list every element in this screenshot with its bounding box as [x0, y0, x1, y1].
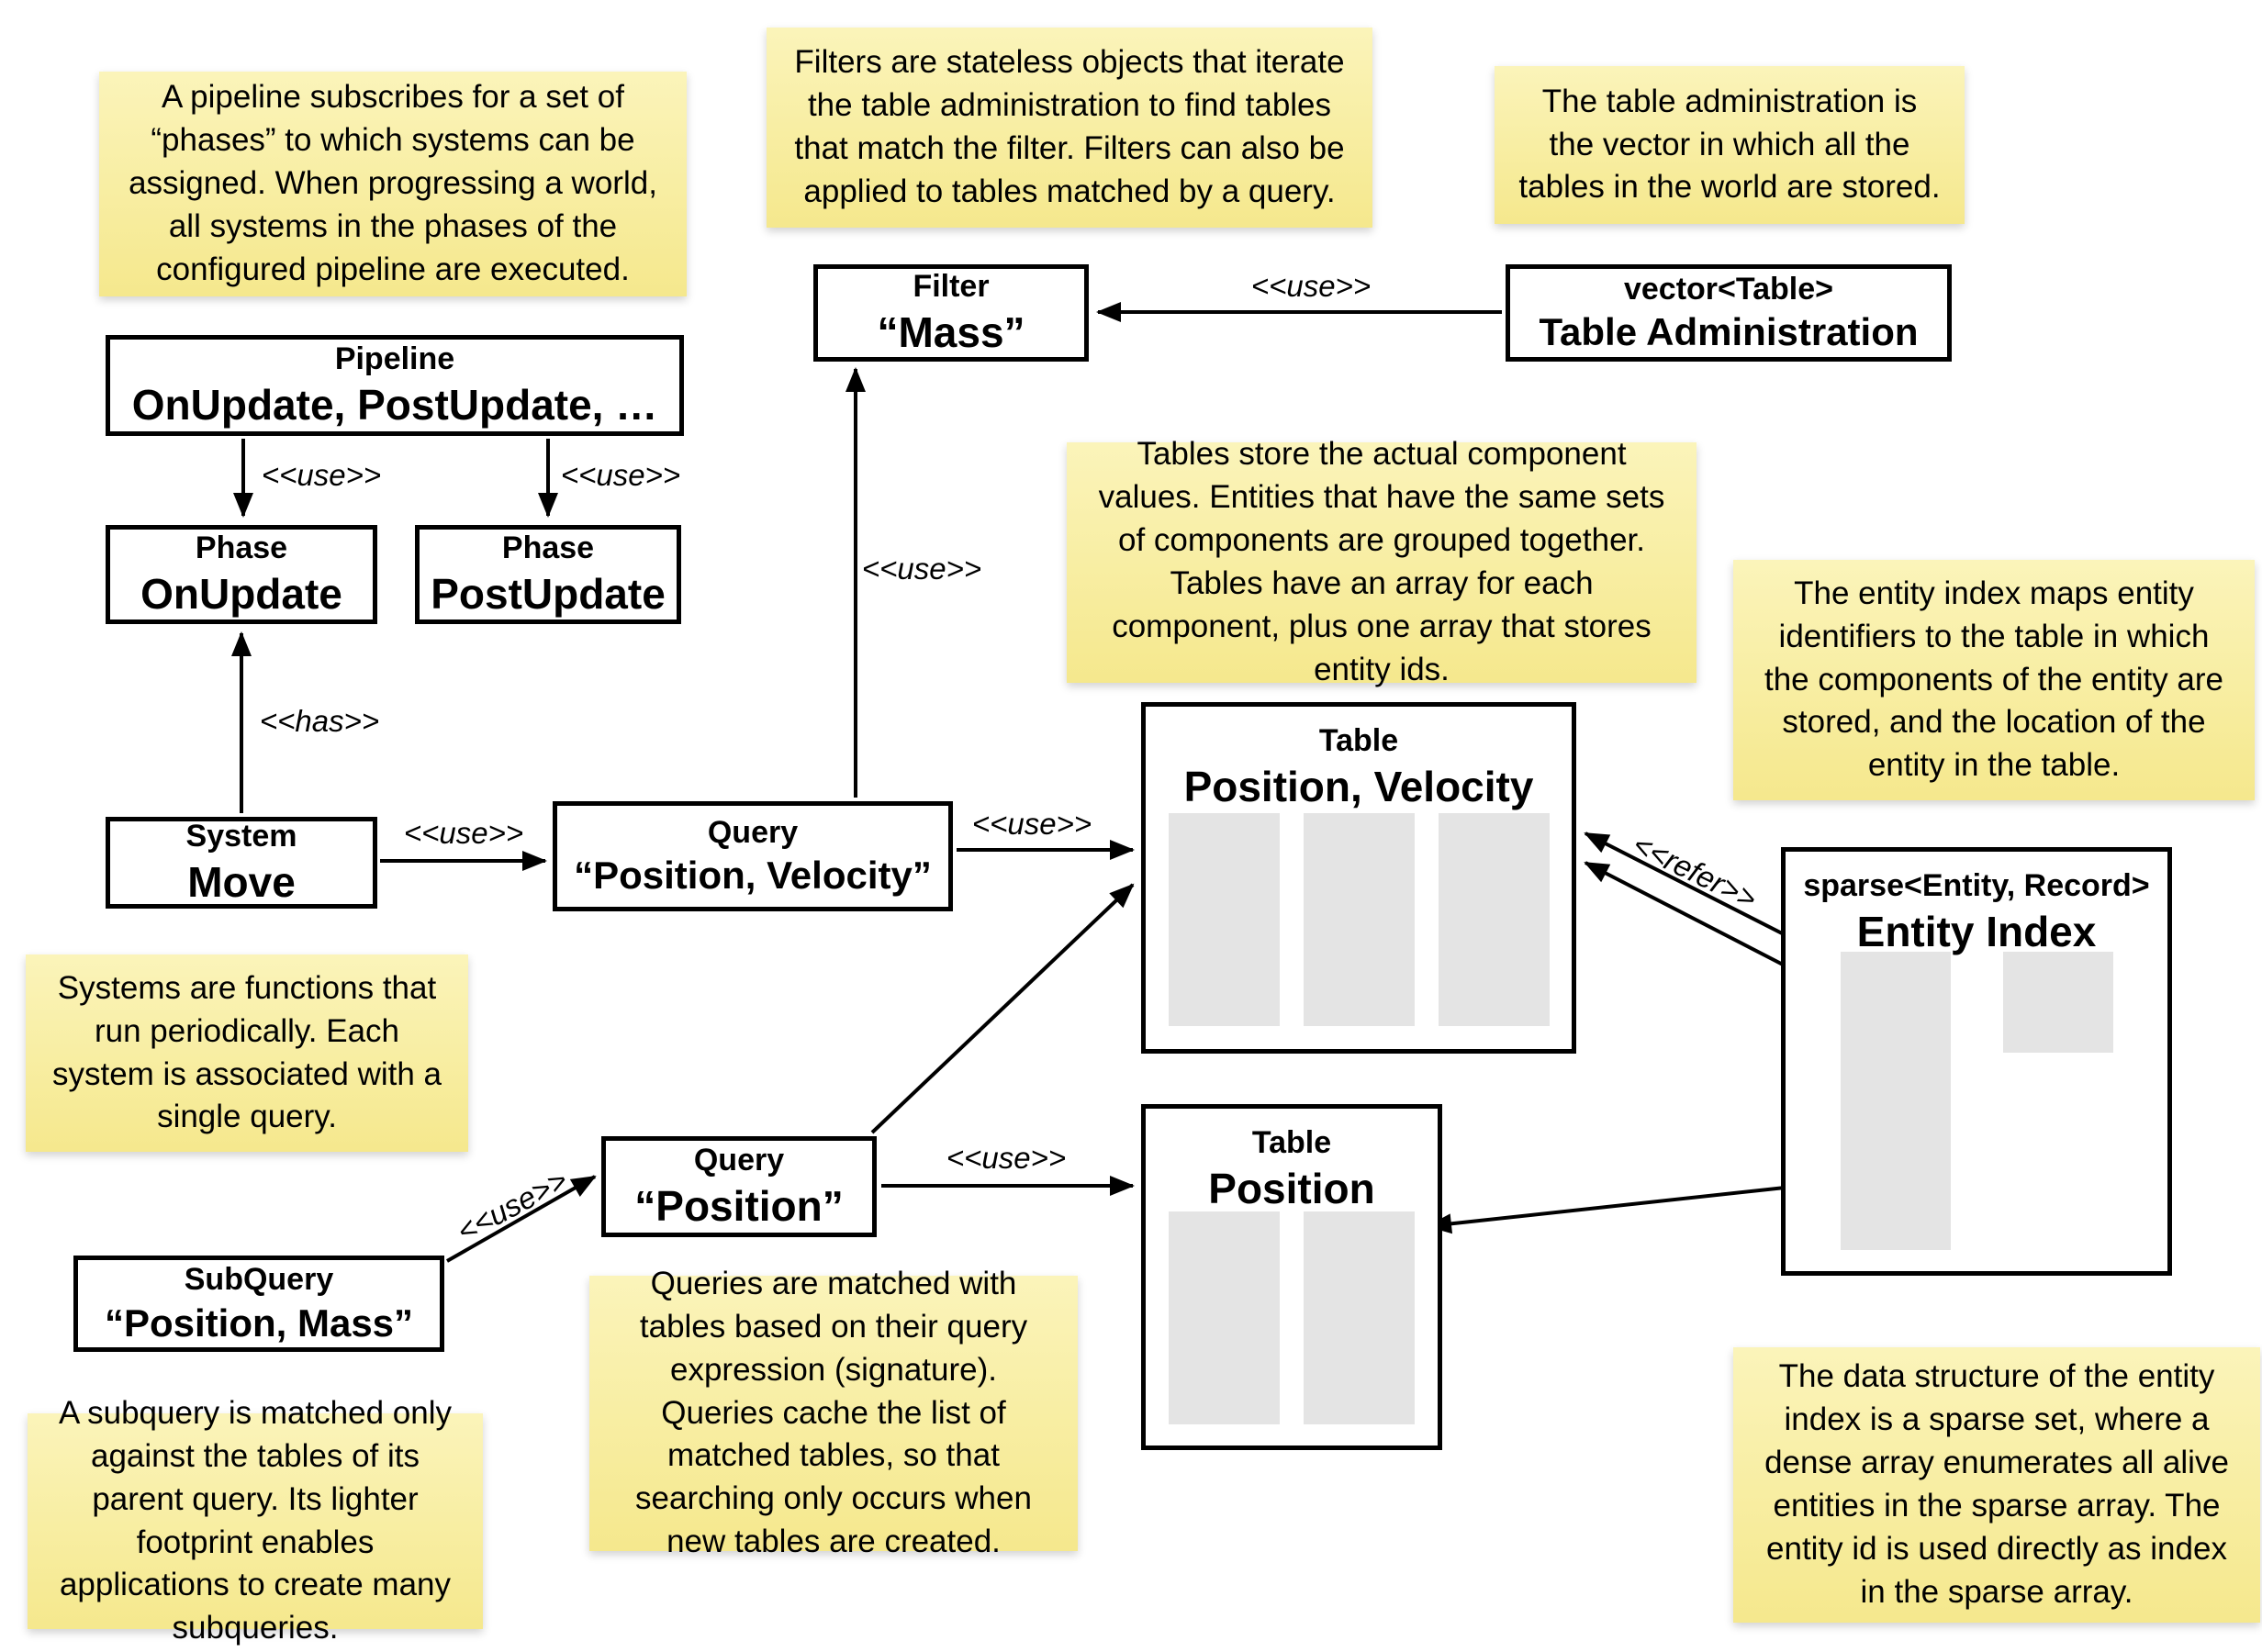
- label-use-pipeline-postupdate: <<use>>: [560, 458, 681, 492]
- sparse-array: [1841, 952, 1951, 1250]
- note-entity-index: The entity index maps entity identifiers…: [1733, 560, 2255, 800]
- box-phase-onupdate-stereotype: Phase: [195, 530, 288, 565]
- label-use-query-filter: <<use>>: [861, 552, 982, 586]
- box-query-position-stereotype: Query: [693, 1143, 785, 1178]
- note-entity-index-text: The entity index maps entity identifiers…: [1764, 575, 2224, 784]
- box-table-administration-stereotype: vector<Table>: [1623, 271, 1834, 307]
- note-filters-text: Filters are stateless objects that itera…: [794, 44, 1345, 209]
- label-use-subquery-querypos: <<use>>: [451, 1162, 573, 1249]
- box-query-position: Query “Position”: [601, 1136, 877, 1237]
- note-queries: Queries are matched with tables based on…: [589, 1266, 1078, 1559]
- label-use-pipeline-onupdate: <<use>>: [261, 458, 382, 492]
- label-refer-index-table: <<refer>>: [1627, 827, 1763, 916]
- box-system-move-stereotype: System: [185, 819, 297, 854]
- note-systems: Systems are functions that run periodica…: [26, 954, 468, 1152]
- box-table-position-stereotype: Table: [1251, 1125, 1332, 1160]
- box-table-position-velocity-name: Position, Velocity: [1183, 762, 1534, 810]
- note-pipeline-text: A pipeline subscribes for a set of “phas…: [129, 79, 657, 287]
- box-phase-onupdate-name: OnUpdate: [140, 569, 342, 618]
- array-column-position: [1169, 813, 1280, 1026]
- note-subquery-text: A subquery is matched only against the t…: [58, 1394, 452, 1646]
- box-table-position-velocity-stereotype: Table: [1318, 723, 1399, 758]
- box-phase-postupdate: Phase PostUpdate: [415, 525, 681, 624]
- note-entity-data: The data structure of the entity index i…: [1733, 1347, 2260, 1623]
- box-phase-postupdate-name: PostUpdate: [431, 569, 666, 618]
- box-phase-postupdate-stereotype: Phase: [501, 530, 595, 565]
- box-pipeline: Pipeline OnUpdate, PostUpdate, …: [106, 335, 684, 436]
- note-entity-data-text: The data structure of the entity index i…: [1764, 1358, 2229, 1610]
- box-filter-mass: Filter “Mass”: [813, 264, 1089, 362]
- array-column-entity-ids2: [1304, 1211, 1415, 1424]
- label-use-query-tablepv: <<use>>: [971, 807, 1092, 841]
- box-system-move: System Move: [106, 817, 377, 909]
- box-query-position-velocity-stereotype: Query: [707, 814, 799, 850]
- box-subquery: SubQuery “Position, Mass”: [73, 1256, 444, 1352]
- array-column-velocity: [1304, 813, 1415, 1026]
- box-table-administration: vector<Table> Table Administration: [1506, 264, 1952, 362]
- note-table-admin-text: The table administration is the vector i…: [1518, 83, 1941, 206]
- label-use-admin-filter: <<use>>: [1250, 269, 1372, 303]
- box-filter-mass-name: “Mass”: [877, 307, 1025, 356]
- box-query-position-name: “Position”: [634, 1181, 844, 1230]
- box-subquery-stereotype: SubQuery: [184, 1262, 334, 1297]
- array-column-entity-ids: [1439, 813, 1550, 1026]
- note-subquery: A subquery is matched only against the t…: [28, 1395, 483, 1646]
- note-tables-text: Tables store the actual component values…: [1098, 436, 1665, 687]
- box-filter-mass-stereotype: Filter: [913, 269, 990, 304]
- box-table-position-name: Position: [1208, 1164, 1375, 1212]
- label-has-move-phase: <<has>>: [259, 704, 380, 738]
- note-table-admin: The table administration is the vector i…: [1495, 66, 1965, 224]
- box-entity-index-name: Entity Index: [1856, 907, 2097, 955]
- label-use-move-query: <<use>>: [403, 816, 524, 850]
- note-pipeline: A pipeline subscribes for a set of “phas…: [99, 72, 687, 296]
- box-query-position-velocity: Query “Position, Velocity”: [553, 801, 953, 911]
- box-subquery-name: “Position, Mass”: [104, 1300, 414, 1345]
- note-filters: Filters are stateless objects that itera…: [767, 28, 1372, 228]
- box-entity-index-stereotype: sparse<Entity, Record>: [1803, 868, 2150, 903]
- label-use-querypos-tablepos: <<use>>: [946, 1141, 1067, 1175]
- box-system-move-name: Move: [187, 857, 296, 906]
- array-column-position2: [1169, 1211, 1280, 1424]
- note-tables: Tables store the actual component values…: [1067, 436, 1696, 687]
- dense-array: [2003, 952, 2113, 1053]
- arrow-index-tablepos: [1427, 1180, 1837, 1234]
- box-phase-onupdate: Phase OnUpdate: [106, 525, 377, 624]
- box-entity-index: sparse<Entity, Record> Entity Index: [1781, 847, 2172, 1276]
- note-systems-text: Systems are functions that run periodica…: [51, 969, 442, 1135]
- arrow-querypos-tablepv: [870, 883, 1135, 1134]
- box-pipeline-stereotype: Pipeline: [334, 341, 455, 376]
- box-table-administration-name: Table Administration: [1539, 310, 1919, 353]
- box-pipeline-name: OnUpdate, PostUpdate, …: [131, 380, 658, 429]
- box-query-position-velocity-name: “Position, Velocity”: [574, 854, 932, 897]
- note-queries-text: Queries are matched with tables based on…: [635, 1265, 1032, 1560]
